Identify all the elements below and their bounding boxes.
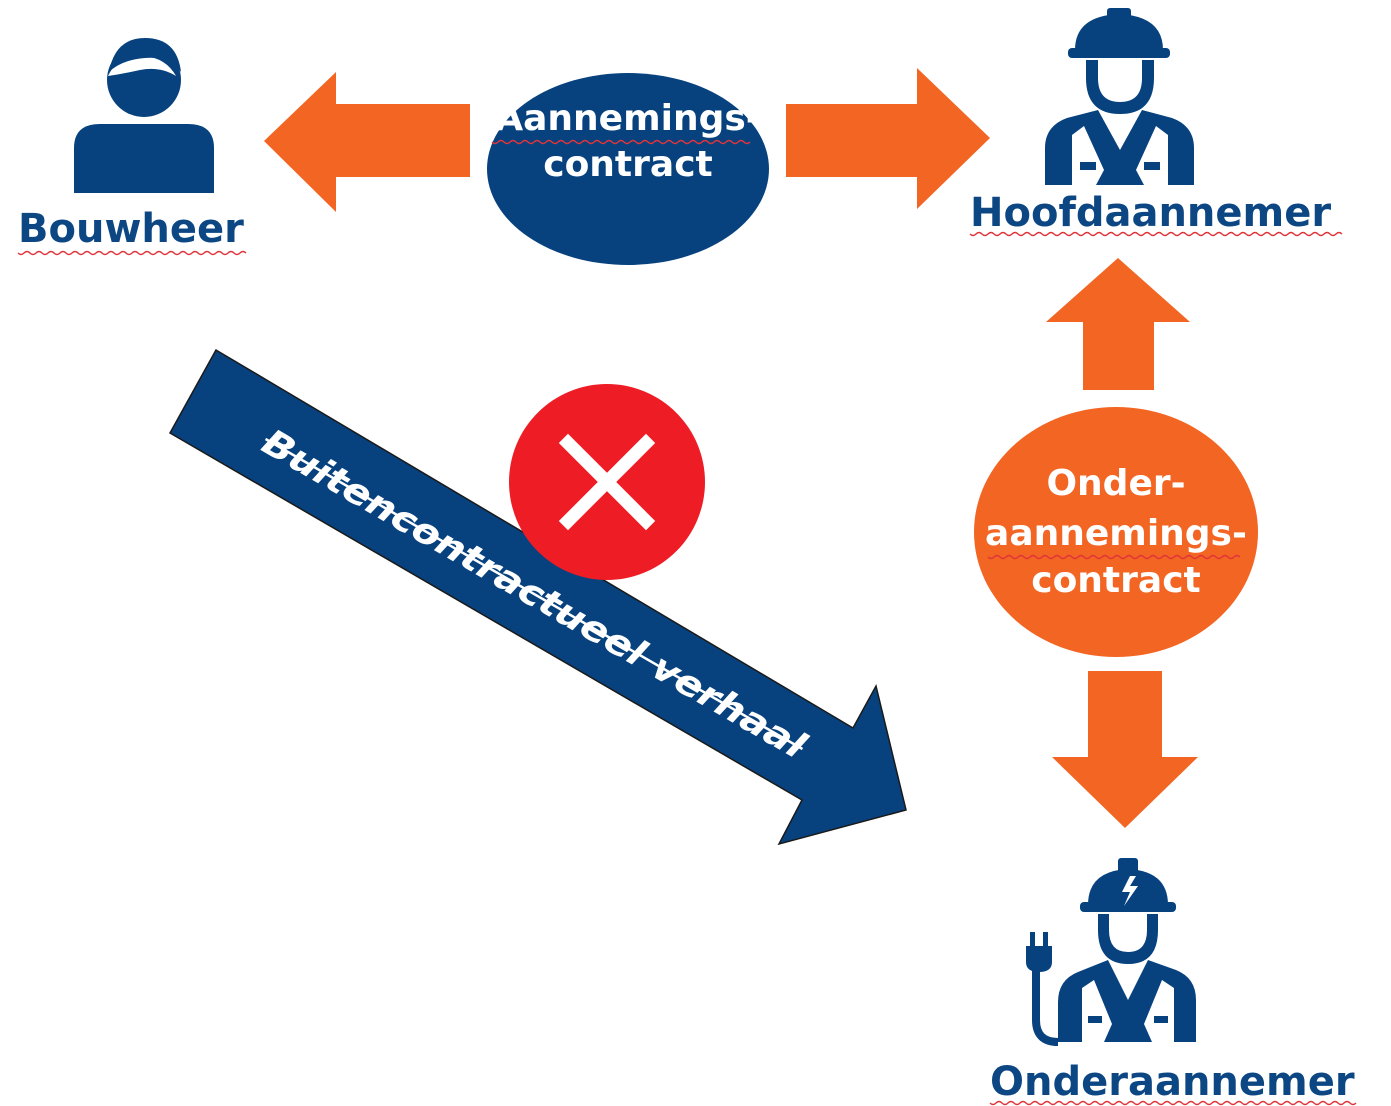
- arrow-right-to-hoofdaannemer: [786, 68, 990, 209]
- cross-icon: [509, 384, 705, 580]
- onderaannemer-label: Onderaannemer: [990, 1059, 1355, 1105]
- main-contract-circle: [487, 73, 769, 265]
- arrow-left-to-bouwheer: [264, 72, 470, 212]
- sub-contract-label-line2: aannemings-: [985, 513, 1247, 554]
- arrow-down-to-onderaannemer: [1052, 671, 1198, 828]
- spellcheck-underline: [969, 231, 1343, 237]
- person-icon: [74, 38, 214, 193]
- main-contract-label-line1: Aannemings-: [495, 98, 760, 139]
- bouwheer-label: Bouwheer: [18, 206, 244, 252]
- sub-contract-label-line3: contract: [1031, 560, 1201, 601]
- sub-contract-circle: [974, 407, 1258, 657]
- spellcheck-underline: [17, 250, 247, 256]
- strikethrough-line: [264, 437, 804, 751]
- spellcheck-underline: [987, 554, 1241, 560]
- electrician-worker-icon: [1026, 858, 1196, 1046]
- construction-worker-icon: [1045, 8, 1194, 185]
- spellcheck-underline: [491, 139, 751, 145]
- main-contract-label-line2: contract: [543, 144, 713, 185]
- sub-contract-label-line1: Onder-: [1046, 463, 1185, 504]
- spellcheck-underline: [989, 1100, 1357, 1106]
- hoofdaannemer-label: Hoofdaannemer: [970, 190, 1331, 236]
- arrow-up-to-hoofdaannemer: [1046, 258, 1190, 390]
